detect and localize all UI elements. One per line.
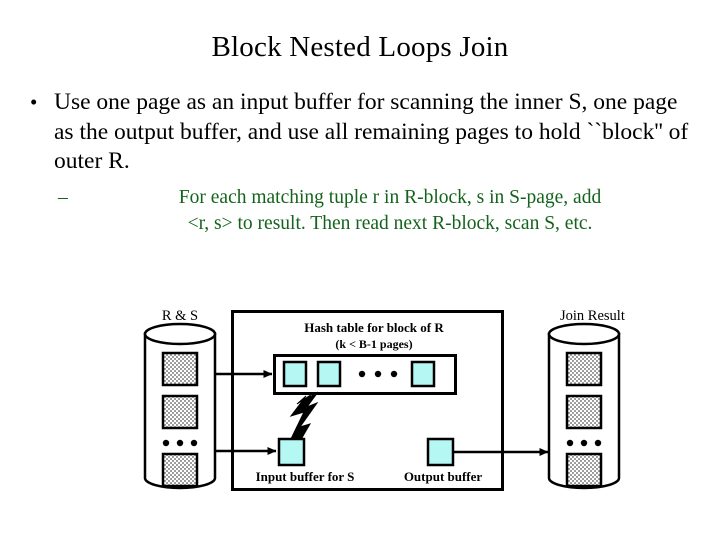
bullet-marker-icon: • bbox=[30, 90, 38, 114]
output-buffer-box[interactable] bbox=[426, 437, 455, 467]
bullet-text-secondary-line1: For each matching tuple r in R-block, s … bbox=[178, 186, 602, 208]
result-cylinder-label: Join Result bbox=[560, 308, 625, 324]
source-page bbox=[161, 452, 199, 488]
bullet-item-primary: • Use one page as an input buffer for sc… bbox=[22, 88, 698, 177]
input-buffer-label: Input buffer for S bbox=[256, 469, 355, 484]
result-cylinder bbox=[547, 322, 621, 490]
dash-marker-icon: – bbox=[58, 186, 68, 208]
input-buffer-box[interactable] bbox=[277, 437, 306, 467]
bullet-item-secondary: – For each matching tuple r in R-block, … bbox=[58, 185, 698, 237]
hash-table-label-line2: (k < B-1 pages) bbox=[335, 337, 412, 351]
source-page bbox=[161, 351, 199, 387]
output-buffer-label: Output buffer bbox=[404, 469, 483, 484]
page-title: Block Nested Loops Join bbox=[211, 31, 509, 63]
result-ellipsis-icon bbox=[566, 439, 602, 447]
block-nested-loops-diagram: R & S Hash table for block of R (k < B-1… bbox=[0, 296, 720, 506]
hash-bucket[interactable] bbox=[282, 360, 308, 388]
source-cylinder-label: R & S bbox=[162, 308, 198, 324]
hash-table bbox=[273, 354, 457, 395]
result-page bbox=[565, 394, 603, 430]
source-cylinder-top bbox=[143, 322, 217, 346]
bullet-list: • Use one page as an input buffer for sc… bbox=[22, 88, 698, 237]
hash-bucket[interactable] bbox=[410, 360, 436, 388]
bullet-text-secondary-line2: <r, s> to result. Then read next R-block… bbox=[187, 212, 593, 234]
hash-table-ellipsis-icon bbox=[358, 370, 398, 378]
hash-bucket[interactable] bbox=[316, 360, 342, 388]
bullet-text-primary: Use one page as an input buffer for scan… bbox=[54, 89, 689, 174]
hash-table-label-line1: Hash table for block of R bbox=[304, 320, 444, 335]
result-page bbox=[565, 452, 603, 488]
source-ellipsis-icon bbox=[162, 439, 198, 447]
result-page bbox=[565, 351, 603, 387]
buffer-pool-box bbox=[231, 310, 504, 491]
source-cylinder bbox=[143, 322, 217, 490]
arrow-probe-zigzag bbox=[288, 391, 319, 449]
result-cylinder-top bbox=[547, 322, 621, 346]
source-page bbox=[161, 394, 199, 430]
